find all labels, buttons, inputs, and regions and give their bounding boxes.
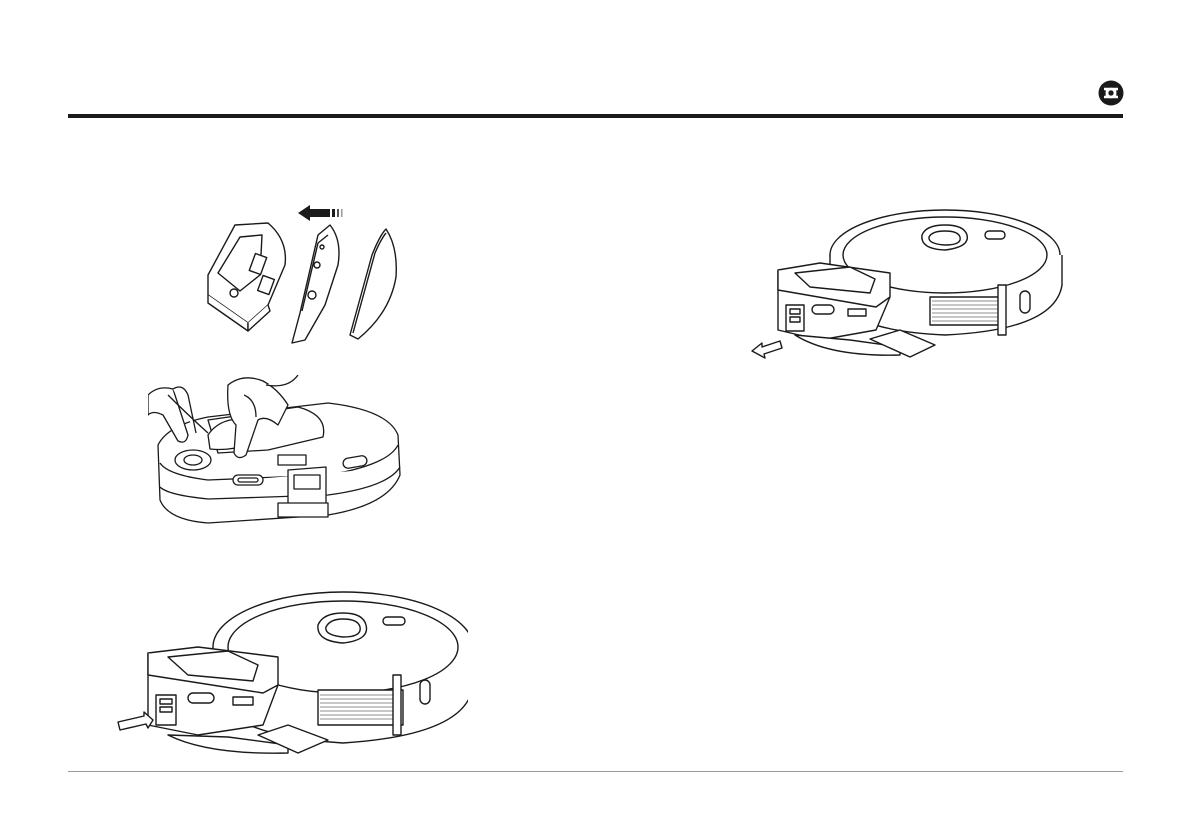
footer-rule [68,771,1123,772]
remove-tank-illustration [750,205,1070,365]
water-tank-hands-illustration [148,375,403,535]
direction-arrow-left-icon [298,205,343,221]
insert-tank-illustration [108,585,468,760]
mop-module-exploded-illustration [190,195,410,345]
direction-arrow-right-icon [118,712,153,730]
brand-logo-icon [1098,80,1124,106]
direction-arrow-left-icon [752,341,782,358]
header-rule [68,114,1123,118]
